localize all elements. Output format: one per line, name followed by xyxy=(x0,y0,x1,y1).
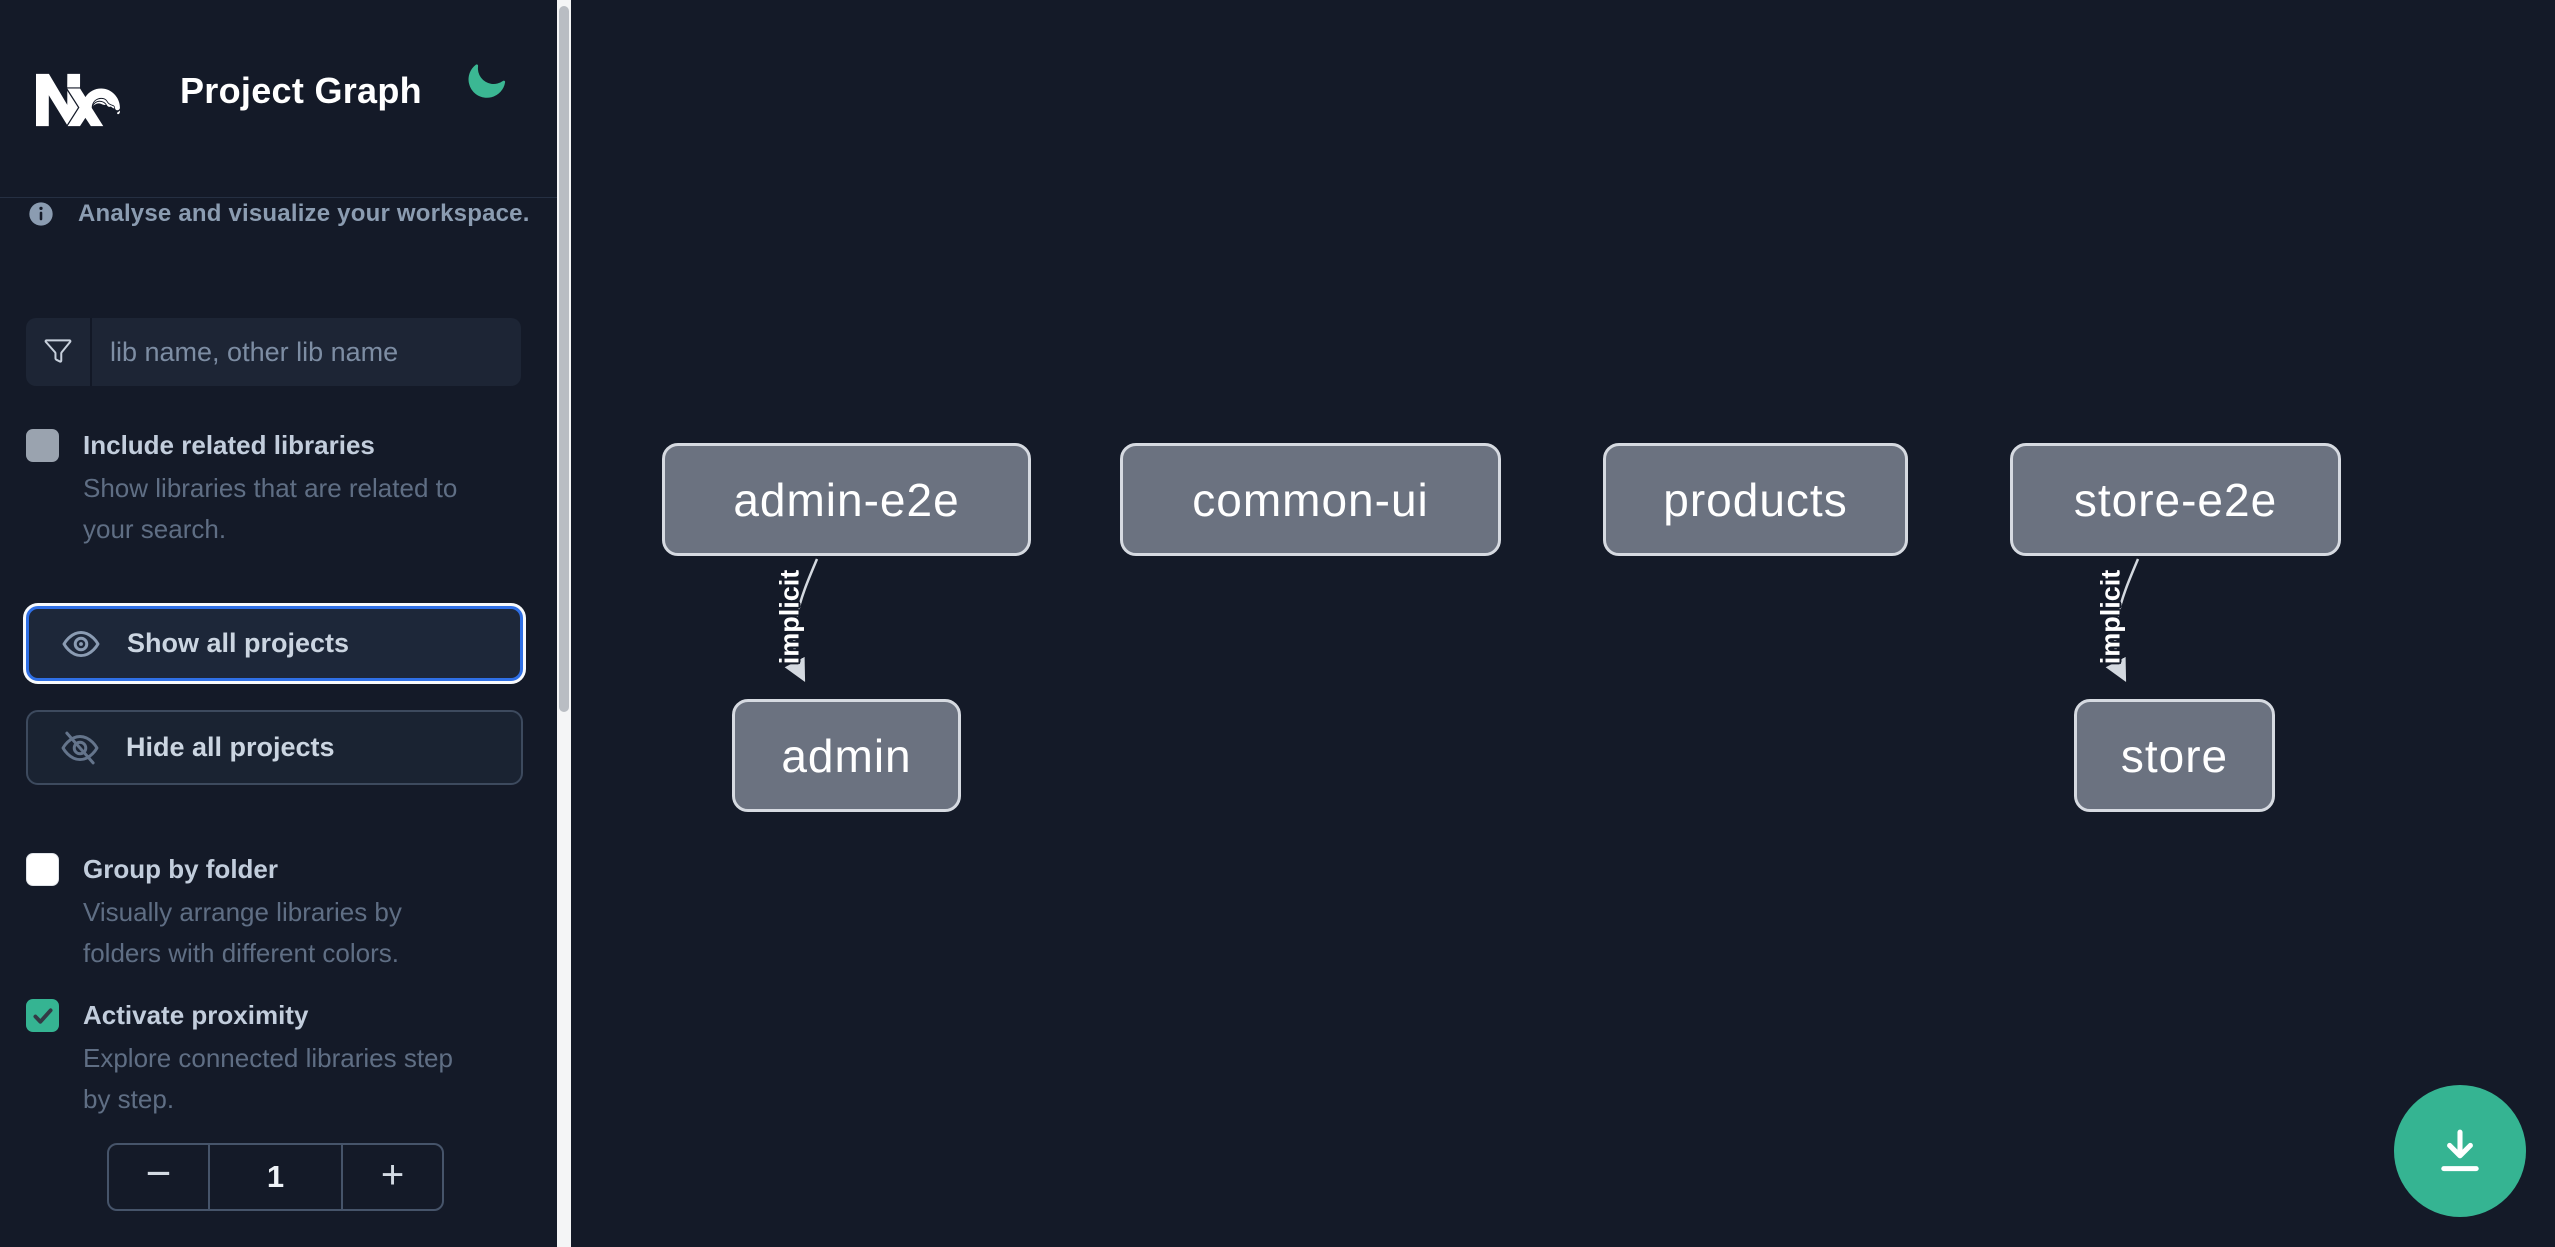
checkbox-include-related: Include related libraries Show libraries… xyxy=(26,426,513,550)
include-related-label[interactable]: Include related libraries xyxy=(83,430,375,460)
moon-icon xyxy=(468,63,506,98)
tagline-text: Analyse and visualize your workspace. xyxy=(78,200,530,227)
group-by-folder-label[interactable]: Group by folder xyxy=(83,854,278,884)
activate-proximity-label[interactable]: Activate proximity xyxy=(83,1000,309,1030)
filter-input[interactable] xyxy=(92,318,521,386)
graph-node-admin-e2e[interactable]: admin-e2e xyxy=(662,443,1031,556)
eye-icon xyxy=(62,630,100,657)
sidebar-scrollbar-thumb[interactable] xyxy=(559,6,569,712)
page-title: Project Graph xyxy=(180,70,422,111)
proximity-increment-button[interactable]: + xyxy=(343,1145,442,1209)
info-icon xyxy=(29,202,53,226)
proximity-value: 1 xyxy=(208,1145,343,1209)
sidebar-scrollbar[interactable] xyxy=(557,0,571,1247)
show-all-projects-button[interactable]: Show all projects xyxy=(26,606,523,681)
filter-input-group xyxy=(26,318,521,386)
checkbox-activate-proximity: Activate proximity Explore connected lib… xyxy=(26,996,483,1120)
show-all-projects-label: Show all projects xyxy=(127,628,350,658)
sidebar-header: Project Graph xyxy=(0,0,557,198)
download-image-button[interactable] xyxy=(2394,1085,2526,1217)
include-related-checkbox[interactable] xyxy=(26,429,59,462)
group-by-folder-checkbox[interactable] xyxy=(26,853,59,886)
sidebar: Project Graph Analyse and visualize your… xyxy=(0,0,557,1247)
graph-edges xyxy=(784,558,2140,682)
edge-label-implicit: implicit xyxy=(2095,569,2126,665)
activate-proximity-checkbox[interactable] xyxy=(26,999,59,1032)
hide-all-projects-label: Hide all projects xyxy=(126,732,335,762)
funnel-icon xyxy=(44,339,72,363)
eye-slash-icon xyxy=(61,731,99,764)
hide-all-projects-button[interactable]: Hide all projects xyxy=(26,710,523,785)
graph-node-store-e2e[interactable]: store-e2e xyxy=(2010,443,2341,556)
edge-store-e2e-store xyxy=(2105,558,2140,682)
nx-logo-icon xyxy=(36,73,121,127)
activate-proximity-description: Explore connected libraries step by step… xyxy=(83,1043,453,1114)
theme-toggle-button[interactable] xyxy=(462,58,510,106)
checkbox-group-by-folder: Group by folder Visually arrange librari… xyxy=(26,850,483,974)
include-related-description: Show libraries that are related to your … xyxy=(83,473,458,544)
tagline: Analyse and visualize your workspace. xyxy=(27,200,532,228)
graph-node-store[interactable]: store xyxy=(2074,699,2275,812)
proximity-stepper: − 1 + xyxy=(107,1143,444,1211)
download-icon xyxy=(2441,1129,2479,1172)
graph-canvas[interactable]: admin-e2e common-ui products store-e2e a… xyxy=(571,0,2555,1247)
graph-node-admin[interactable]: admin xyxy=(732,699,961,812)
group-by-folder-description: Visually arrange libraries by folders wi… xyxy=(83,897,402,968)
edge-admin-e2e-admin xyxy=(784,558,819,682)
check-icon xyxy=(32,1007,53,1024)
edge-label-implicit: implicit xyxy=(774,569,805,665)
filter-icon-box xyxy=(26,318,92,386)
graph-node-products[interactable]: products xyxy=(1603,443,1908,556)
proximity-decrement-button[interactable]: − xyxy=(109,1145,208,1209)
graph-node-common-ui[interactable]: common-ui xyxy=(1120,443,1501,556)
